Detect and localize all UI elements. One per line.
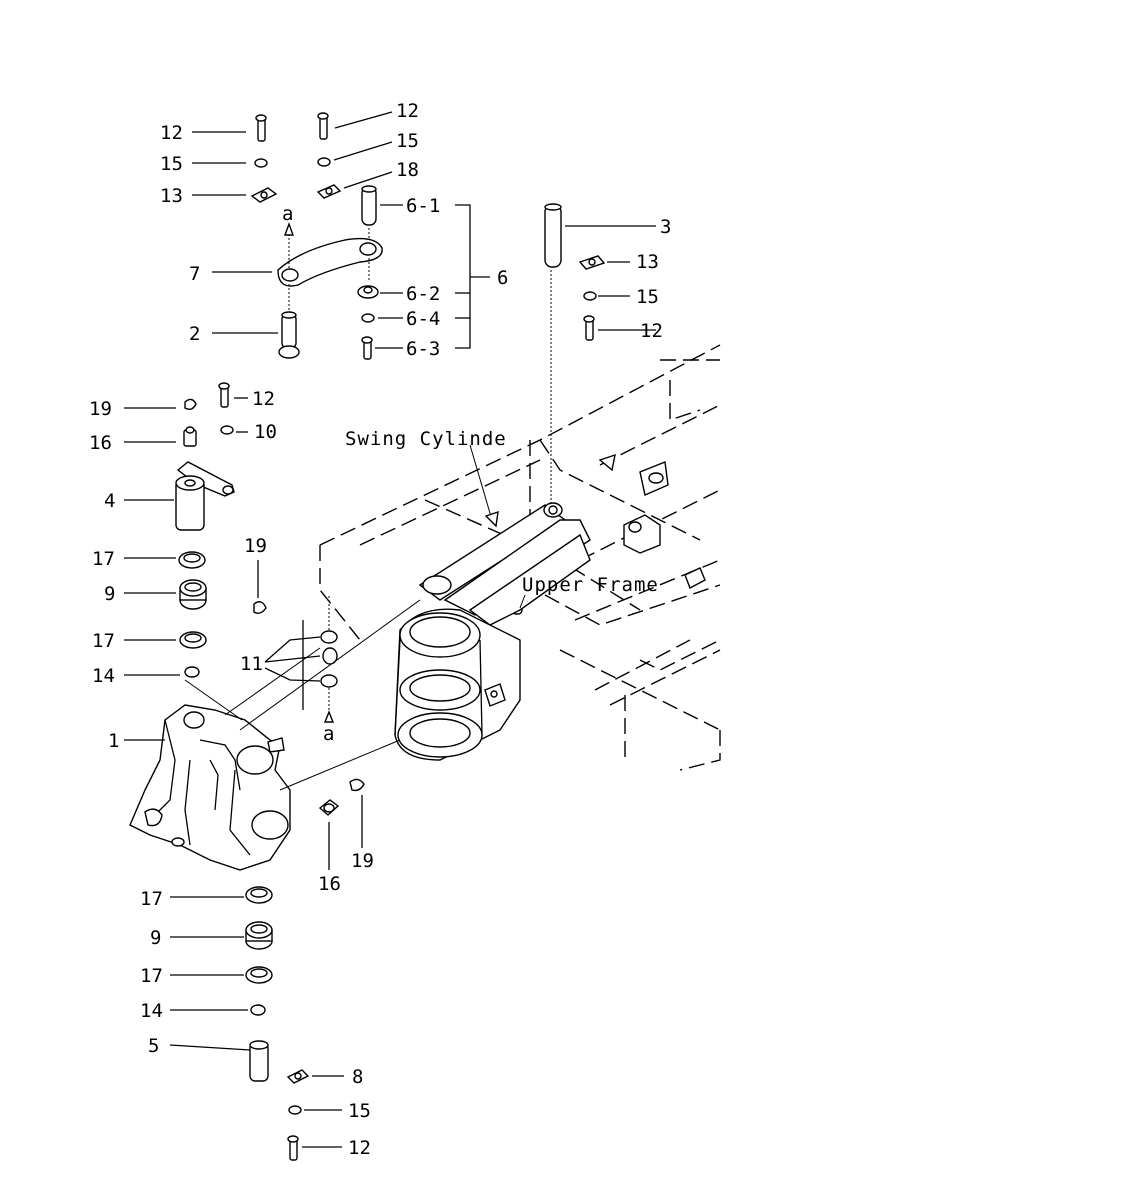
swing-cylinder-caption: Swing Cylinde <box>345 428 507 450</box>
bolt-12-upper <box>218 382 230 408</box>
label-14: 14 <box>92 665 115 687</box>
label-19: 19 <box>89 398 112 420</box>
bolt-12-right <box>583 315 595 341</box>
swing-bracket-frame <box>394 608 521 761</box>
label-12: 12 <box>348 1137 371 1159</box>
swing-cylinder <box>418 502 591 626</box>
label-4: 4 <box>104 490 115 512</box>
washer-14-a <box>184 666 200 678</box>
fitting-16-bottom <box>318 799 340 816</box>
ring-19-mid <box>253 601 267 615</box>
washer-15-right <box>583 291 597 301</box>
label-a-bottom: a <box>323 723 334 745</box>
part-labels: 12 15 13 12 15 18 6-1 6-2 6-4 6-3 6 7 2 … <box>89 100 671 1159</box>
fitting-16-top <box>183 426 197 447</box>
label-6-3: 6-3 <box>406 338 440 360</box>
seal-17-b <box>179 631 207 649</box>
label-6-2: 6-2 <box>406 283 440 305</box>
pin-2 <box>278 311 300 359</box>
captions: Swing Cylinde Upper Frame <box>345 428 659 596</box>
link-7 <box>277 221 383 312</box>
upper-frame-outline <box>319 344 721 771</box>
seal-17-a <box>178 551 206 569</box>
label-12: 12 <box>396 100 419 122</box>
washer-10 <box>220 425 234 435</box>
label-11: 11 <box>240 653 263 675</box>
washer-15-left <box>254 158 268 168</box>
label-6: 6 <box>497 267 508 289</box>
label-12: 12 <box>252 388 275 410</box>
swing-bracket-1 <box>129 704 291 871</box>
label-12: 12 <box>160 122 183 144</box>
plate-8 <box>286 1069 310 1084</box>
seal-17-c <box>245 886 273 904</box>
label-18: 18 <box>396 159 419 181</box>
pin-3 <box>544 203 562 505</box>
collar-6-2 <box>357 285 379 299</box>
label-8: 8 <box>352 1066 363 1088</box>
label-5: 5 <box>148 1035 159 1057</box>
bushing-9-a <box>179 579 207 610</box>
ring-19-top <box>184 398 197 411</box>
label-14: 14 <box>140 1000 163 1022</box>
washer-6-4 <box>361 313 375 323</box>
plate-18 <box>316 184 342 199</box>
label-17: 17 <box>92 630 115 652</box>
label-a-top: a <box>282 203 293 225</box>
pin-6-1 <box>361 185 377 238</box>
plate-13-right <box>578 255 606 270</box>
label-17: 17 <box>140 965 163 987</box>
label-17: 17 <box>140 888 163 910</box>
label-19: 19 <box>244 535 267 557</box>
pin-4 <box>175 461 235 531</box>
label-15: 15 <box>348 1100 371 1122</box>
pin-5 <box>249 1040 269 1082</box>
label-2: 2 <box>189 323 200 345</box>
leader-lines <box>124 111 656 1148</box>
label-12: 12 <box>640 320 663 342</box>
plate-13-left <box>250 187 278 203</box>
label-16: 16 <box>318 873 341 895</box>
label-6-4: 6-4 <box>406 308 440 330</box>
pin-11-group <box>320 596 338 723</box>
label-3: 3 <box>660 216 671 238</box>
label-6-1: 6-1 <box>406 195 440 217</box>
bolt-12-left <box>255 114 267 142</box>
label-9: 9 <box>150 927 161 949</box>
label-15: 15 <box>636 286 659 308</box>
label-13: 13 <box>636 251 659 273</box>
label-17: 17 <box>92 548 115 570</box>
ring-19-bottom <box>349 778 365 792</box>
label-15: 15 <box>396 130 419 152</box>
washer-15-bottom <box>288 1105 302 1115</box>
seal-17-d <box>245 966 273 984</box>
label-19: 19 <box>351 850 374 872</box>
bolt-12-bottom <box>287 1135 299 1161</box>
label-15: 15 <box>160 153 183 175</box>
label-1: 1 <box>108 730 119 752</box>
bushing-9-b <box>245 921 273 950</box>
label-7: 7 <box>189 263 200 285</box>
label-13: 13 <box>160 185 183 207</box>
label-9: 9 <box>104 583 115 605</box>
label-10: 10 <box>254 421 277 443</box>
washer-14-b <box>250 1004 266 1016</box>
bolt-12-mid <box>317 112 329 140</box>
upper-frame-caption: Upper Frame <box>522 574 659 596</box>
label-16: 16 <box>89 432 112 454</box>
washer-15-mid <box>317 157 331 167</box>
bolt-6-3 <box>361 336 373 360</box>
